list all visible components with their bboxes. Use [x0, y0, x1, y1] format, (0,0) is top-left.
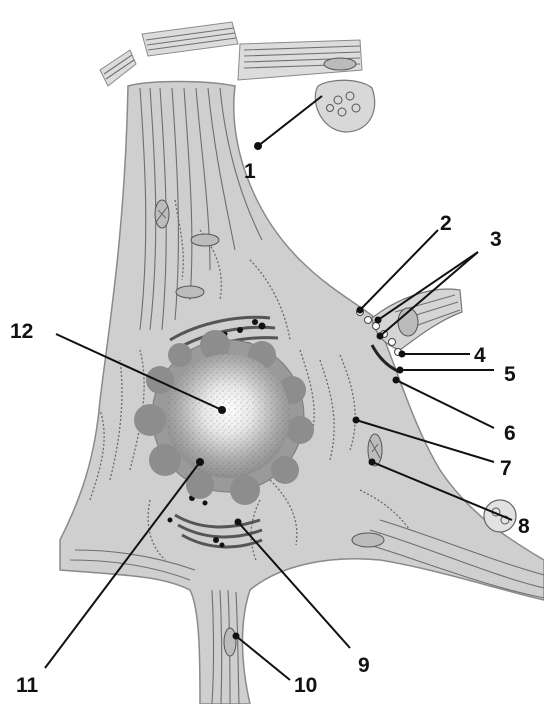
label-12: 12 [10, 320, 33, 343]
label-1: 1 [244, 160, 256, 183]
label-10: 10 [294, 674, 317, 697]
top-left-fiber-fragment [100, 22, 238, 86]
label-4: 4 [474, 344, 486, 367]
label-3: 3 [490, 228, 502, 251]
label-9: 9 [358, 654, 370, 677]
label-5: 5 [504, 363, 516, 386]
top-synapse [238, 40, 375, 132]
label-2: 2 [440, 212, 452, 235]
label-6: 6 [504, 422, 516, 445]
label-7: 7 [500, 457, 512, 480]
label-11: 11 [16, 674, 39, 697]
label-8: 8 [518, 515, 530, 538]
